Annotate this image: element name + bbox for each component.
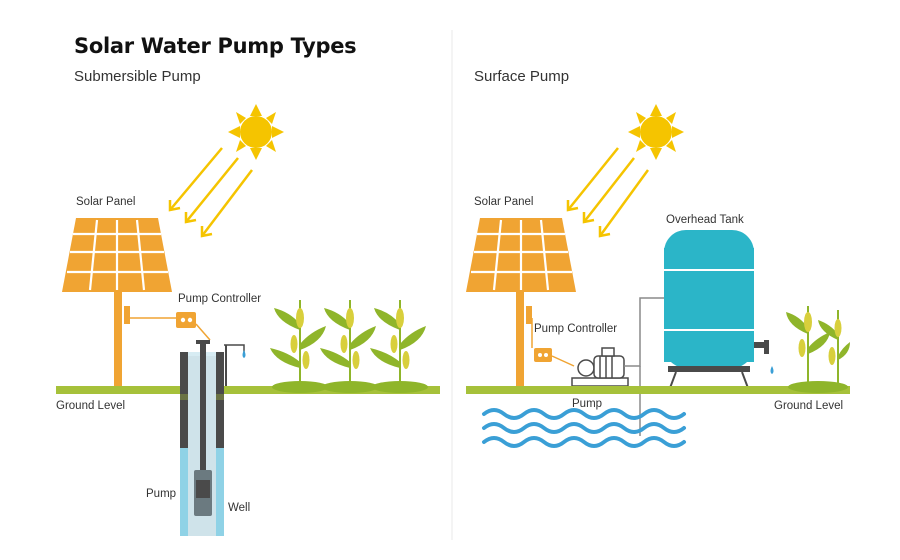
sun-icon-right: [628, 104, 684, 160]
crop-plants-right: [786, 306, 850, 393]
label-pump-controller-right: Pump Controller: [534, 323, 618, 335]
label-solar-panel-left: Solar Panel: [76, 196, 136, 208]
solar-panel-right: [466, 218, 576, 388]
overhead-tank: [664, 230, 754, 389]
water-drop-left: [242, 350, 246, 358]
solar-panel-left: [62, 218, 172, 388]
pipes-right: [624, 297, 666, 436]
page-title: Solar Water Pump Types: [74, 34, 357, 58]
controller-cable-left: [195, 323, 211, 341]
surface-heading: Surface Pump: [474, 68, 570, 85]
submersible-heading: Submersible Pump: [74, 68, 201, 85]
label-pump-right: Pump: [572, 398, 603, 410]
label-pump-left: Pump: [146, 488, 177, 500]
sun-icon-left: [228, 104, 284, 160]
label-ground-level-left: Ground Level: [56, 400, 126, 412]
ground-line-left: [56, 386, 440, 394]
pump-controller-left: [176, 312, 196, 328]
sunlight-arrows-left: [168, 147, 253, 238]
water-source-waves: [482, 408, 686, 448]
crop-plants-left: [270, 300, 428, 393]
label-well: Well: [228, 502, 251, 514]
water-drop-right: [770, 366, 774, 374]
surface-pump: [571, 347, 629, 387]
submersible-pump: [194, 470, 212, 516]
label-pump-controller-left: Pump Controller: [178, 293, 262, 305]
ground-line-right: [466, 386, 850, 394]
tank-tap: [754, 340, 774, 374]
sunlight-arrows-right: [566, 147, 650, 238]
label-solar-panel-right: Solar Panel: [474, 196, 534, 208]
pump-controller-right: [534, 348, 552, 362]
label-overhead-tank: Overhead Tank: [666, 214, 744, 226]
label-ground-level-right: Ground Level: [774, 400, 844, 412]
